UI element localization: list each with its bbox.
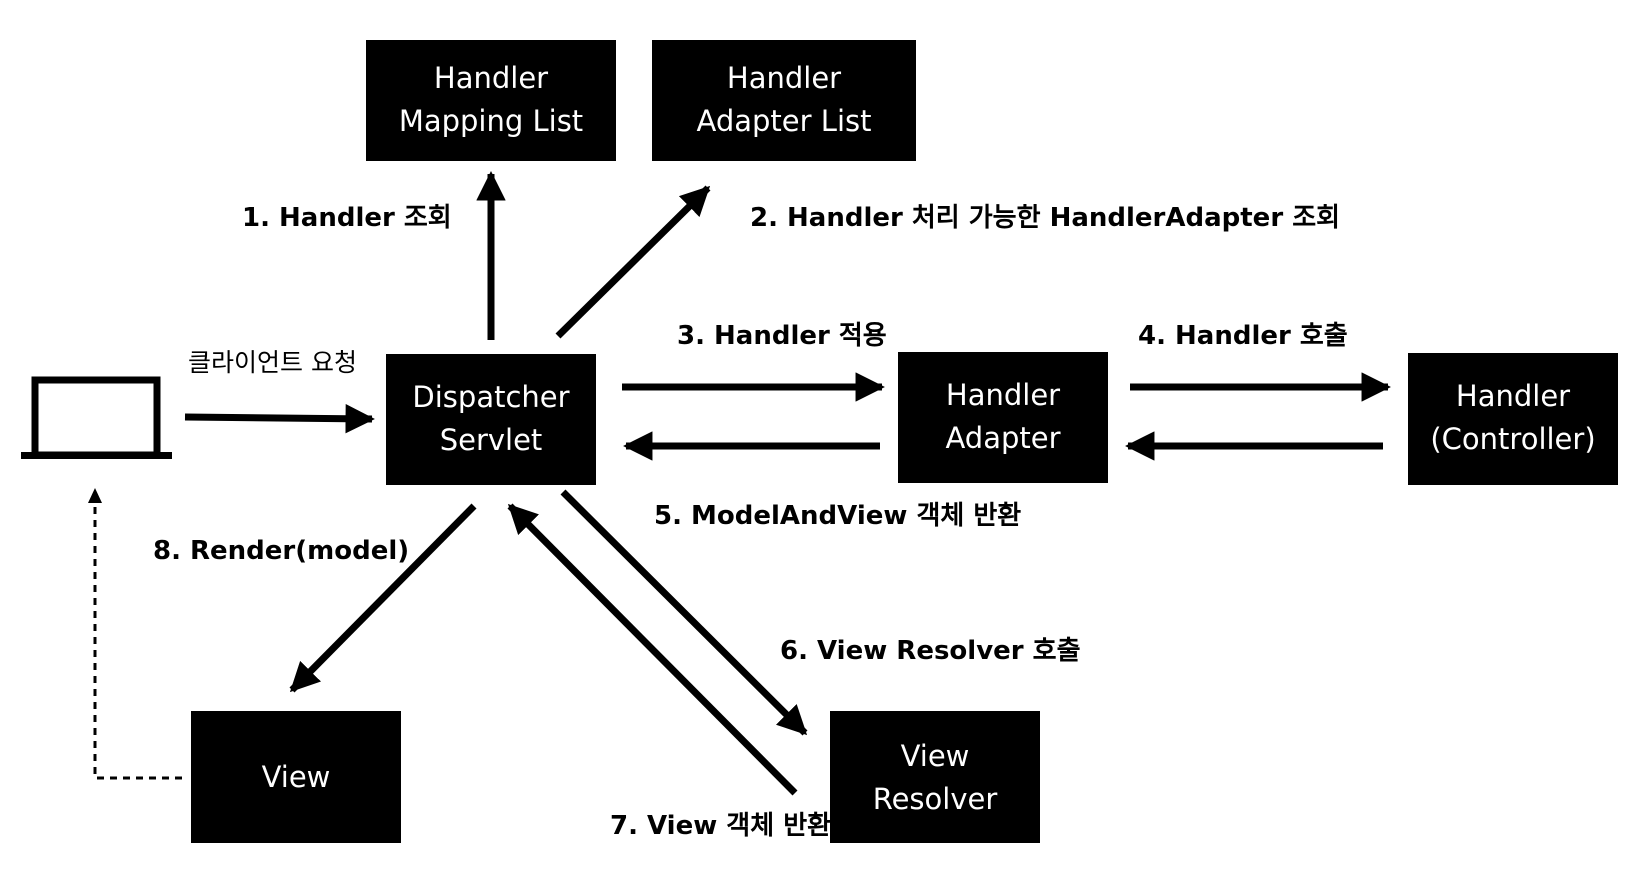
laptop-icon bbox=[21, 376, 172, 459]
view-box: View bbox=[191, 711, 401, 843]
handler-adapter-list-label-line1: Handler bbox=[727, 61, 841, 95]
handler-adapter-label-line1: Handler bbox=[946, 378, 1060, 412]
handler-adapter-box: Handler Adapter bbox=[898, 352, 1108, 483]
step1-label: 1. Handler 조회 bbox=[242, 203, 452, 233]
view-resolver-label-line2: Resolver bbox=[873, 782, 998, 816]
dispatcher-servlet-label-line1: Dispatcher bbox=[412, 380, 569, 414]
dispatcher-servlet-box: Dispatcher Servlet bbox=[386, 354, 596, 485]
step7-label: 7. View 객체 반환 bbox=[610, 811, 831, 841]
client-request-label: 클라이언트 요청 bbox=[188, 348, 357, 377]
handler-controller-box: Handler (Controller) bbox=[1408, 353, 1618, 485]
handler-controller-label-line1: Handler bbox=[1456, 379, 1570, 413]
step2-label: 2. Handler 처리 가능한 HandlerAdapter 조회 bbox=[750, 203, 1340, 233]
step8-arrow bbox=[289, 503, 477, 693]
handler-adapter-list-box: Handler Adapter List bbox=[652, 40, 916, 161]
handler-mapping-list-label-line2: Mapping List bbox=[399, 104, 583, 138]
step8-label: 8. Render(model) bbox=[153, 536, 409, 566]
view-resolver-label-line1: View bbox=[901, 739, 970, 773]
handler-adapter-label-line2: Adapter bbox=[945, 421, 1060, 455]
handler-mapping-list-box: Handler Mapping List bbox=[366, 40, 616, 161]
step5-label: 5. ModelAndView 객체 반환 bbox=[654, 501, 1021, 531]
step6-label: 6. View Resolver 호출 bbox=[780, 636, 1081, 666]
handler-mapping-list-label-line1: Handler bbox=[434, 61, 548, 95]
step7-arrow bbox=[507, 503, 798, 796]
step3-label: 3. Handler 적용 bbox=[677, 321, 887, 351]
handler-controller-label-line2: (Controller) bbox=[1430, 422, 1595, 456]
handler-adapter-list-label-line2: Adapter List bbox=[697, 104, 872, 138]
view-resolver-box: View Resolver bbox=[830, 711, 1040, 843]
render-response-arrowhead bbox=[88, 488, 102, 503]
step2-arrow bbox=[555, 185, 711, 339]
client-request-arrow bbox=[184, 404, 375, 434]
dispatcher-servlet-label-line2: Servlet bbox=[440, 423, 543, 457]
step6-arrow bbox=[560, 489, 808, 736]
render-response-arrow bbox=[93, 498, 182, 780]
view-label: View bbox=[262, 760, 331, 794]
step4-label: 4. Handler 호출 bbox=[1138, 321, 1348, 351]
